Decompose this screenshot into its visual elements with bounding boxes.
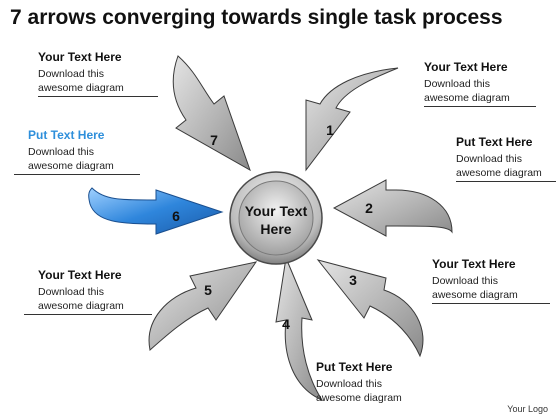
callout-body: Download this awesome diagram [432, 274, 550, 302]
arrow-7 [172, 55, 251, 172]
arrow-4 [275, 256, 324, 402]
arrow-2-number: 2 [365, 200, 373, 216]
callout-top-right: Your Text Here Download this awesome dia… [424, 60, 536, 107]
callout-line-1: Download this [38, 68, 104, 80]
callout-line-1: Download this [316, 378, 382, 390]
logo-text: Your Logo [507, 404, 548, 414]
callout-top-left: Your Text Here Download this awesome dia… [38, 50, 158, 97]
callout-line-2: awesome diagram [424, 92, 510, 104]
callout-body: Download this awesome diagram [316, 377, 426, 405]
callout-line-1: Download this [424, 78, 490, 90]
callout-divider [424, 106, 536, 107]
callout-divider [38, 96, 158, 97]
callout-bottom-left: Your Text Here Download this awesome dia… [24, 268, 152, 315]
callout-line-1: Download this [38, 286, 104, 298]
callout-line-1: Download this [456, 153, 522, 165]
center-label: Your Text Here [236, 202, 316, 238]
arrow-3-number: 3 [349, 272, 357, 288]
callout-line-1: Download this [432, 275, 498, 287]
callout-divider [24, 314, 152, 315]
callout-line-2: awesome diagram [316, 392, 402, 404]
callout-heading: Your Text Here [38, 50, 122, 64]
page-title: 7 arrows converging towards single task … [10, 6, 503, 29]
center-label-line-2: Here [260, 221, 292, 237]
callout-bottom: Put Text Here Download this awesome diag… [316, 360, 426, 405]
callout-heading: Put Text Here [28, 128, 105, 142]
callout-line-1: Download this [28, 146, 94, 158]
callout-heading: Put Text Here [456, 135, 533, 149]
callout-body: Download this awesome diagram [38, 67, 158, 95]
callout-line-2: awesome diagram [456, 167, 542, 179]
callout-line-2: awesome diagram [38, 82, 124, 94]
callout-heading: Put Text Here [316, 360, 393, 374]
callout-right: Put Text Here Download this awesome diag… [456, 135, 556, 182]
arrow-5-number: 5 [204, 282, 212, 298]
callout-heading: Your Text Here [432, 257, 516, 271]
callout-bottom-right: Your Text Here Download this awesome dia… [432, 257, 550, 304]
arrow-2 [332, 179, 453, 237]
arrow-4-number: 4 [282, 316, 290, 332]
callout-line-2: awesome diagram [28, 160, 114, 172]
callout-line-2: awesome diagram [432, 289, 518, 301]
arrow-6 [88, 187, 224, 235]
arrow-3 [316, 259, 424, 358]
arrow-6-number: 6 [172, 208, 180, 224]
callout-body: Download this awesome diagram [14, 145, 140, 173]
arrow-7-number: 7 [210, 132, 218, 148]
center-hub-core [238, 180, 314, 256]
arrow-1-number: 1 [326, 122, 334, 138]
callout-body: Download this awesome diagram [24, 285, 152, 313]
callout-divider [456, 181, 556, 182]
callout-divider [432, 303, 550, 304]
arrow-1 [305, 67, 399, 172]
callout-heading: Your Text Here [38, 268, 122, 282]
callout-body: Download this awesome diagram [456, 152, 556, 180]
callout-left: Put Text Here Download this awesome diag… [14, 128, 140, 175]
callout-heading: Your Text Here [424, 60, 508, 74]
arrow-5 [148, 261, 258, 351]
callout-line-2: awesome diagram [38, 300, 124, 312]
center-label-line-1: Your Text [244, 203, 308, 219]
callout-body: Download this awesome diagram [424, 77, 536, 105]
callout-divider [14, 174, 140, 175]
